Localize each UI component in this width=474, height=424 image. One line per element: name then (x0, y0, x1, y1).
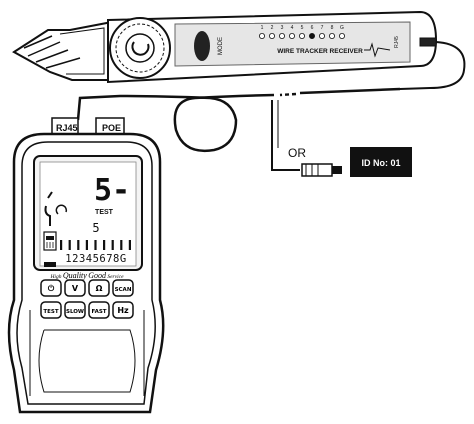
lcd-wire-bar (111, 240, 114, 250)
tester-button[interactable]: Ω (88, 279, 110, 297)
lcd-mode-label: TEST (95, 209, 114, 216)
lcd-cable-icon (44, 191, 53, 226)
lcd-wire-bar (120, 240, 123, 250)
led-label: 8 (331, 25, 334, 31)
led-indicator (308, 33, 315, 40)
poe-port-label: POE (102, 123, 121, 133)
lcd-wire-bar (94, 240, 97, 250)
tester-button[interactable]: TEST (40, 301, 62, 319)
tester-button-label: Hz (117, 306, 129, 315)
tester-button[interactable]: V (64, 279, 86, 297)
led-indicator (298, 33, 305, 40)
tester-button-label: FAST (91, 309, 106, 315)
lcd-loop-icon (55, 204, 68, 215)
battery-icon (44, 262, 56, 267)
tester-button-label: SLOW (66, 309, 84, 315)
lcd-wire-bar (128, 240, 131, 250)
led-indicator (328, 33, 335, 40)
tester-button[interactable]: FAST (88, 301, 110, 319)
id-tag-label: ID No: 01 (361, 158, 400, 168)
led-label: 4 (291, 25, 294, 31)
tester-button-label: Ω (96, 284, 103, 293)
tester-button-label: V (72, 284, 79, 293)
tester-button-label: ⏻ (48, 284, 55, 293)
ethernet-plug (301, 163, 342, 177)
brand-slogan: High Quality Good Service (49, 271, 124, 280)
receiver-side-label: RJ45 (394, 36, 400, 48)
lcd-wire-bars (60, 240, 131, 250)
lcd-small-digit: 5 (92, 221, 99, 235)
lcd-connector-icon (43, 231, 57, 251)
lcd-wire-bar (68, 240, 71, 250)
led-indicator (338, 33, 345, 40)
receiver-title: WIRE TRACKER RECEIVER (277, 48, 363, 55)
led-indicator (278, 33, 285, 40)
led-indicator (268, 33, 275, 40)
lcd-sequence: 12345678G (65, 253, 126, 265)
lcd-wire-bar (60, 240, 63, 250)
mode-label: MODE (218, 37, 224, 55)
cable-tester-unit: RJ45 POE 5- TEST 5 12345678G High Qualit… (7, 117, 165, 414)
tester-button[interactable]: ⏻ (40, 279, 62, 297)
id-tag: ID No: 01 (350, 147, 412, 177)
lcd-wire-bar (77, 240, 80, 250)
lcd-wire-bar (85, 240, 88, 250)
rj45-port-label: RJ45 (56, 123, 78, 133)
mode-button[interactable] (194, 31, 210, 61)
tester-button-label: TEST (43, 309, 58, 315)
tester-button[interactable]: SCAN (112, 279, 134, 297)
led-label: 2 (271, 25, 274, 31)
tester-button-label: SCAN (115, 287, 132, 293)
network-cable (76, 87, 401, 171)
led-indicator (258, 33, 265, 40)
led-label: 1 (261, 25, 264, 31)
tester-button[interactable]: Hz (112, 301, 134, 319)
tester-button[interactable]: SLOW (64, 301, 86, 319)
led-label: 6 (311, 25, 314, 31)
led-indicator (318, 33, 325, 40)
led-indicator (288, 33, 295, 40)
led-label: 5 (301, 25, 304, 31)
led-label: 3 (281, 25, 284, 31)
or-label: OR (288, 146, 306, 160)
led-label: G (340, 25, 344, 31)
led-label: 7 (321, 25, 324, 31)
lcd-big-digit: 5- (94, 173, 130, 208)
lcd-wire-bar (103, 240, 106, 250)
